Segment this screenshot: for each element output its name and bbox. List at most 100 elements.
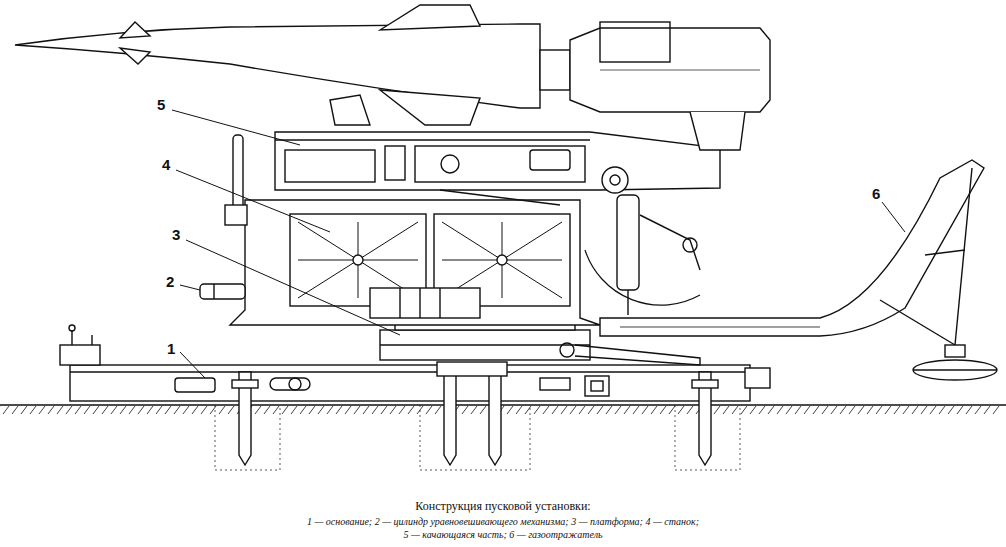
ground-hatch: [831, 406, 837, 414]
ground-hatch: [282, 406, 288, 414]
ground-hatch: [219, 406, 225, 414]
ground-hatch: [948, 406, 954, 414]
ground-hatch: [669, 406, 675, 414]
ground-hatch: [660, 406, 666, 414]
ground-hatch: [552, 406, 558, 414]
ground-hatch: [741, 406, 747, 414]
ground-hatch: [264, 406, 270, 414]
ground-hatch: [903, 406, 909, 414]
ground-hatch: [768, 406, 774, 414]
ground-hatch: [795, 406, 801, 414]
ground-hatch: [381, 406, 387, 414]
ground-hatch: [930, 406, 936, 414]
ground-hatch: [228, 406, 234, 414]
ground-hatch: [849, 406, 855, 414]
callout-number: 6: [872, 186, 880, 203]
ground-hatch: [615, 406, 621, 414]
ground-hatch: [957, 406, 963, 414]
ground-hatch: [327, 406, 333, 414]
ground-hatch: [192, 406, 198, 414]
ground-hatch: [642, 406, 648, 414]
ground-hatch: [822, 406, 828, 414]
ground-hatch: [714, 406, 720, 414]
ground-hatch: [777, 406, 783, 414]
ground-hatch: [633, 406, 639, 414]
ground-hatch: [120, 406, 126, 414]
ground-hatch: [399, 406, 405, 414]
ground-hatch: [165, 406, 171, 414]
ground-hatch: [723, 406, 729, 414]
ground-hatch: [57, 406, 63, 414]
ground-hatch: [318, 406, 324, 414]
ground-hatch: [579, 406, 585, 414]
ground-hatch: [345, 406, 351, 414]
ground-hatch: [21, 406, 27, 414]
ground-hatch: [273, 406, 279, 414]
ground-hatch: [12, 406, 18, 414]
ground-hatch: [156, 406, 162, 414]
ground-hatch: [624, 406, 630, 414]
ground-hatch: [435, 406, 441, 414]
ground-hatch: [93, 406, 99, 414]
ground-hatch: [975, 406, 981, 414]
ground-hatch: [858, 406, 864, 414]
ground-hatch: [372, 406, 378, 414]
ground-hatch: [66, 406, 72, 414]
ground-hatch: [570, 406, 576, 414]
ground-hatch: [984, 406, 990, 414]
ground-hatch: [867, 406, 873, 414]
ground-hatch: [651, 406, 657, 414]
ground-hatch: [588, 406, 594, 414]
ground-hatch: [471, 406, 477, 414]
ground-hatch: [102, 406, 108, 414]
ground-hatch: [336, 406, 342, 414]
ground-hatch: [201, 406, 207, 414]
callout-number: 4: [162, 157, 170, 174]
ground-hatch: [462, 406, 468, 414]
ground-hatch: [516, 406, 522, 414]
caption-key: 1 — основание; 2 — цилиндр уравновешиваю…: [307, 516, 699, 527]
ground-hatch: [678, 406, 684, 414]
ground-hatch: [813, 406, 819, 414]
ground-hatch: [885, 406, 891, 414]
callout-number: 1: [167, 341, 175, 358]
ground-hatch: [75, 406, 81, 414]
ground-hatch: [804, 406, 810, 414]
ground-hatch: [534, 406, 540, 414]
ground-hatch: [786, 406, 792, 414]
ground-hatch: [876, 406, 882, 414]
ground-hatch: [966, 406, 972, 414]
ground-hatch: [840, 406, 846, 414]
callout-number: 3: [172, 227, 180, 244]
ground-hatch: [543, 406, 549, 414]
ground-hatch: [48, 406, 54, 414]
caption-key: 5 — качающаяся часть; 6 — газоотражатель: [403, 529, 602, 540]
ground-hatch: [183, 406, 189, 414]
ground-hatch: [606, 406, 612, 414]
ground-hatch: [255, 406, 261, 414]
ground-hatch: [921, 406, 927, 414]
ground-hatch: [480, 406, 486, 414]
callout-number: 5: [157, 97, 165, 114]
ground-hatch: [147, 406, 153, 414]
ground-hatch: [939, 406, 945, 414]
ground-hatch: [3, 406, 9, 414]
ground-hatch: [291, 406, 297, 414]
ground-hatch: [750, 406, 756, 414]
ground-hatch: [687, 406, 693, 414]
ground-hatch: [138, 406, 144, 414]
ground-hatch: [597, 406, 603, 414]
ground-hatch: [561, 406, 567, 414]
ground-hatch: [390, 406, 396, 414]
ground-hatch: [111, 406, 117, 414]
ground-hatch: [363, 406, 369, 414]
ground-hatch: [300, 406, 306, 414]
ground-hatch: [732, 406, 738, 414]
callout-number: 2: [166, 274, 174, 291]
ground-hatch: [408, 406, 414, 414]
ground-hatch: [912, 406, 918, 414]
ground-hatch: [354, 406, 360, 414]
ground-hatch: [30, 406, 36, 414]
ground-hatch: [993, 406, 999, 414]
